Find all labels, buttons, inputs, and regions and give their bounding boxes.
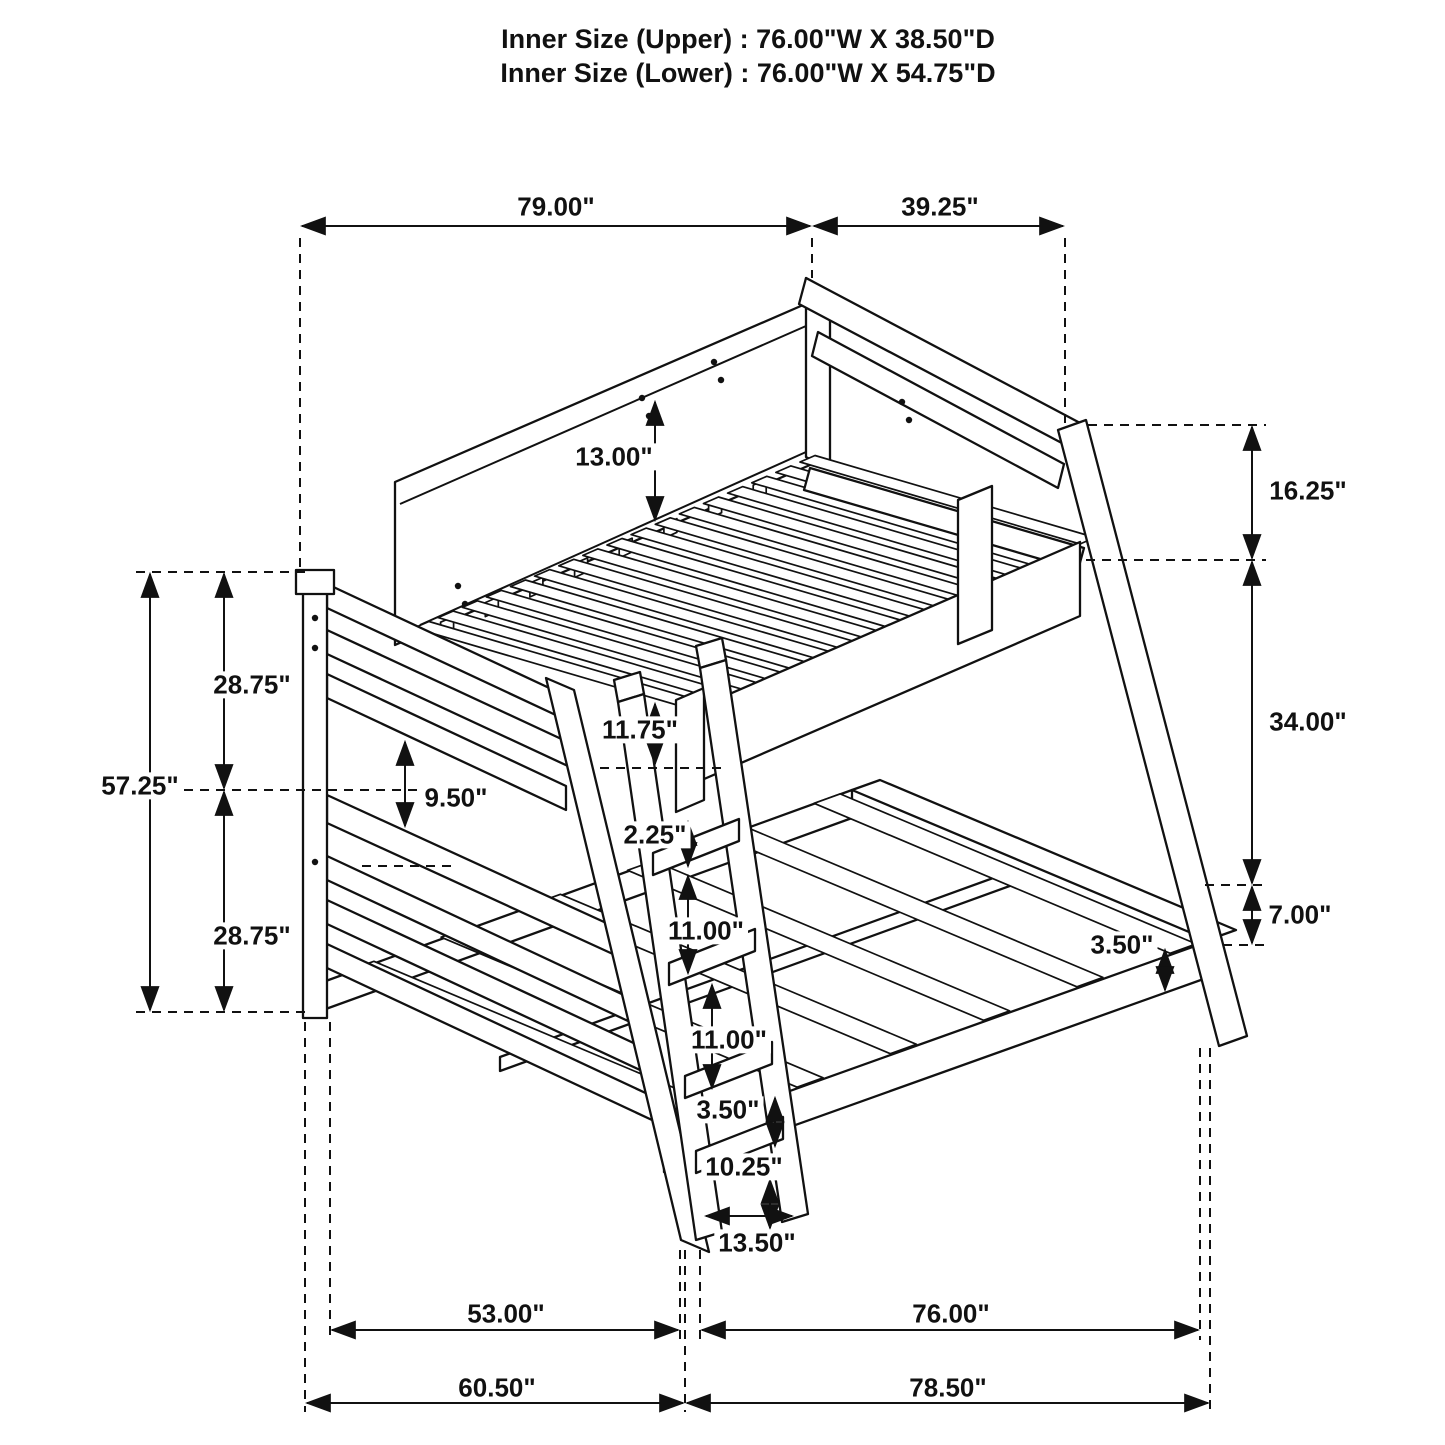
dim-label-ladder-bottom: 10.25" — [701, 1153, 787, 1181]
dim-label-ladder-step1: 11.00" — [664, 917, 748, 945]
guard-rail — [674, 484, 1082, 814]
left-post-cap — [294, 568, 336, 596]
dim-label-bottom-right-span: 76.00" — [908, 1300, 994, 1328]
dim-label-right-lower: 7.00" — [1264, 901, 1336, 929]
left-headboard — [294, 568, 654, 1122]
dim-label-ladder-step2: 11.00" — [687, 1026, 771, 1054]
title-inner-size-upper: Inner Size (Upper) : 76.00"W X 38.50"D — [501, 24, 995, 54]
left-front-leg — [544, 676, 711, 1254]
guard-rail-left-post — [674, 686, 706, 814]
right-headboard — [797, 276, 1084, 490]
dim-label-right-middle: 34.00" — [1265, 708, 1351, 736]
dim-label-ladder-width: 13.50" — [714, 1229, 800, 1257]
left-back-post — [301, 573, 329, 1020]
upper-bunk-slats — [413, 454, 1096, 711]
dim-label-bottom-left-span: 53.00" — [463, 1300, 549, 1328]
dim-label-top-depth: 39.25" — [897, 193, 983, 221]
dim-label-right-rail: 3.50" — [1086, 931, 1158, 959]
dim-label-guard-clearance: 11.75" — [598, 716, 682, 744]
dim-label-headboard-gap: 9.50" — [420, 784, 492, 812]
dim-label-left-total: 57.25" — [97, 772, 183, 800]
dim-label-bottom-left-total: 60.50" — [454, 1374, 540, 1402]
dim-label-ladder-top-gap: 2.25" — [619, 821, 691, 849]
right-front-leg — [1056, 418, 1249, 1048]
dim-label-ladder-step3: 3.50" — [692, 1096, 764, 1124]
dim-label-right-upper: 16.25" — [1265, 477, 1351, 505]
guard-rail-right-post — [956, 484, 994, 646]
upper-back-rail — [393, 300, 812, 647]
dim-label-back-rail-height: 13.00" — [571, 443, 657, 471]
title-inner-size-lower: Inner Size (Lower) : 76.00"W X 54.75"D — [500, 58, 996, 88]
extension-lines — [136, 238, 1266, 1412]
dim-label-bottom-right-total: 78.50" — [905, 1374, 991, 1402]
dim-label-left-upper: 28.75" — [209, 671, 295, 699]
dim-label-left-lower: 28.75" — [209, 922, 295, 950]
lower-right-end-rail — [850, 778, 1238, 942]
dim-label-top-width: 79.00" — [513, 193, 599, 221]
